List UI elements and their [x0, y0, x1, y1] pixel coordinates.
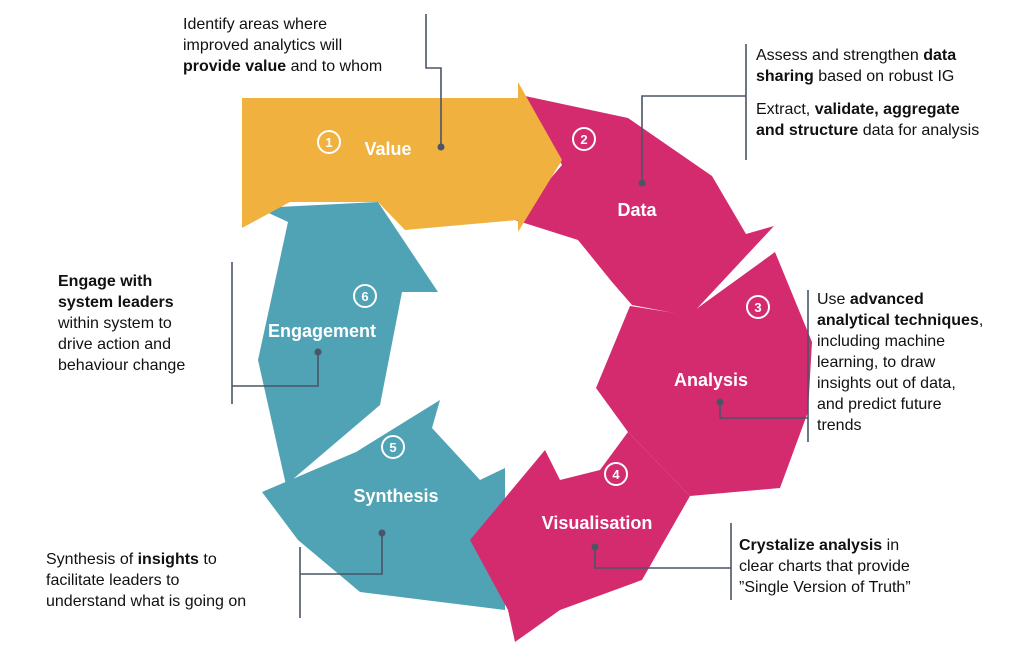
engagement-annotation: Engage with system leaders within system…	[58, 271, 228, 376]
value-connector	[425, 14, 442, 147]
svg-text:5: 5	[389, 440, 396, 455]
annotation-bold: Engage with	[58, 273, 153, 290]
annotation-text: ,	[978, 312, 984, 329]
visualisation-annotation: Crystalize analysis in clear charts that…	[739, 535, 979, 598]
svg-text:2: 2	[580, 132, 587, 147]
value-arrow	[242, 82, 562, 232]
step-number-6: 6	[353, 284, 377, 308]
annotation-bold: data	[923, 47, 957, 64]
stage-label-analysis: Analysis	[674, 370, 748, 390]
step-number-4: 4	[604, 462, 628, 486]
annotation-line: facilitate leaders to	[46, 572, 180, 589]
annotation-line: drive action and	[58, 336, 171, 353]
engagement-arrow	[258, 202, 438, 485]
engagement-connector	[231, 262, 319, 404]
annotation-line: Identify areas where	[183, 16, 328, 33]
synthesis-annotation: Synthesis of insights to facilitate lead…	[46, 549, 296, 612]
stage-label-engagement: Engagement	[268, 321, 376, 341]
annotation-bold: system leaders	[58, 294, 174, 311]
data-arrow	[515, 96, 774, 316]
data-annotation: Assess and strengthen data sharing based…	[756, 45, 1020, 141]
annotation-text: to	[198, 551, 217, 568]
stage-label-synthesis: Synthesis	[353, 486, 438, 506]
annotation-bold: analytical techniques	[817, 312, 979, 329]
annotation-bold: sharing	[756, 68, 814, 85]
stage-label-visualisation: Visualisation	[542, 513, 653, 533]
annotation-line: clear charts that provide	[739, 558, 910, 575]
annotation-text: data for analysis	[858, 122, 980, 139]
annotation-bold: Crystalize analysis	[739, 537, 883, 554]
analysis-arrow	[596, 252, 812, 496]
engagement-connector-dot	[314, 348, 322, 356]
visualisation-arrow	[470, 432, 690, 642]
value-annotation: Identify areas where improved analytics …	[183, 14, 423, 77]
stage-label-value: Value	[364, 139, 411, 159]
annotation-line: within system to	[58, 315, 172, 332]
stage-label-data: Data	[617, 200, 657, 220]
annotation-line: improved analytics will	[183, 37, 343, 54]
synthesis-arrow	[262, 400, 505, 610]
analysis-annotation: Use advanced analytical techniques, incl…	[817, 289, 1017, 436]
annotation-bold: insights	[137, 551, 199, 568]
annotation-bold: validate, aggregate	[814, 101, 960, 118]
annotation-bold: advanced	[849, 291, 924, 308]
annotation-text: in	[882, 537, 900, 554]
analysis-connector	[719, 290, 809, 442]
synthesis-connector-dot	[378, 529, 386, 537]
annotation-line: behaviour change	[58, 357, 186, 374]
annotation-line: learning, to draw	[817, 354, 936, 371]
annotation-line: understand what is going on	[46, 593, 247, 610]
step-number-1: 1	[317, 130, 341, 154]
annotation-bold: and structure	[756, 122, 859, 139]
svg-text:4: 4	[612, 467, 620, 482]
visualisation-connector	[594, 523, 732, 600]
annotation-line: insights out of data,	[817, 375, 956, 392]
annotation-line: trends	[817, 417, 862, 434]
value-connector-dot	[437, 143, 445, 151]
annotation-text: Extract,	[756, 101, 815, 118]
svg-text:6: 6	[361, 289, 368, 304]
data-connector	[641, 44, 747, 183]
annotation-text: Assess and strengthen	[756, 47, 924, 64]
svg-text:3: 3	[754, 300, 761, 315]
annotation-line: and predict future	[817, 396, 942, 413]
annotation-bold: provide value	[183, 58, 287, 75]
analysis-connector-dot	[716, 398, 724, 406]
annotation-text: and to whom	[286, 58, 383, 75]
annotation-text: Synthesis of	[46, 551, 138, 568]
data-connector-dot	[638, 179, 646, 187]
step-number-2: 2	[572, 127, 596, 151]
annotation-line: including machine	[817, 333, 946, 350]
svg-text:1: 1	[325, 135, 332, 150]
annotation-text: based on robust IG	[813, 68, 955, 85]
step-number-3: 3	[746, 295, 770, 319]
synthesis-connector	[299, 533, 383, 618]
annotation-line: ”Single Version of Truth”	[739, 579, 911, 596]
annotation-text: Use	[817, 291, 850, 308]
step-number-5: 5	[381, 435, 405, 459]
visualisation-connector-dot	[591, 543, 599, 551]
